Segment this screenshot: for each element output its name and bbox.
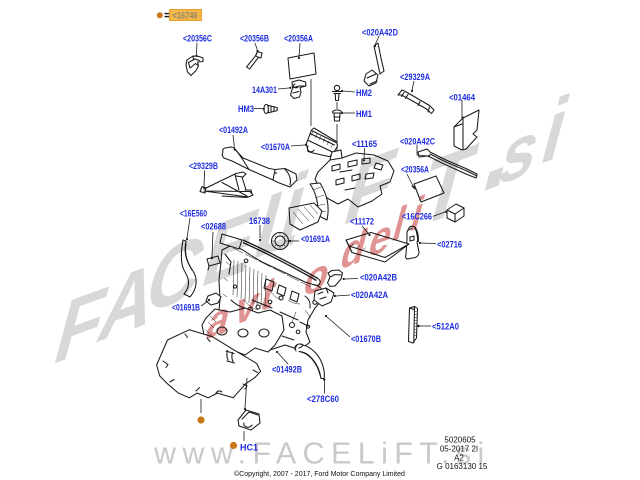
svg-text:<01670A: <01670A — [261, 142, 290, 153]
svg-text:<20356B: <20356B — [240, 34, 269, 45]
svg-text:<020A42A: <020A42A — [351, 290, 388, 301]
svg-text:<20356C: <20356C — [183, 34, 212, 45]
svg-text:©Copyright, 2007 - 2017, Ford: ©Copyright, 2007 - 2017, Ford Motor Comp… — [234, 470, 405, 478]
svg-text:HM2: HM2 — [356, 88, 372, 99]
svg-text:www.FACELiFT.si: www.FACELiFT.si — [153, 437, 491, 471]
svg-text:16738: 16738 — [249, 216, 270, 227]
svg-text:<16746: <16746 — [173, 10, 198, 20]
svg-text:<20356A: <20356A — [284, 34, 313, 45]
svg-text:HM1: HM1 — [356, 109, 373, 120]
svg-text:A2: A2 — [454, 454, 464, 463]
svg-text:<29329A: <29329A — [400, 72, 430, 83]
svg-text:05-2017 2I: 05-2017 2I — [440, 445, 478, 454]
svg-text:<02716: <02716 — [437, 240, 462, 251]
svg-text:<29329B: <29329B — [189, 161, 218, 172]
svg-text:<01691A: <01691A — [301, 234, 330, 245]
svg-text:<512A0: <512A0 — [432, 322, 459, 333]
svg-text:<01691B: <01691B — [172, 303, 200, 314]
svg-text:<01492B: <01492B — [272, 365, 302, 376]
svg-text:<020A42B: <020A42B — [360, 273, 397, 284]
svg-text:<11172: <11172 — [350, 217, 374, 228]
svg-text:<01670B: <01670B — [351, 334, 381, 345]
svg-text:HC1: HC1 — [240, 443, 259, 454]
svg-text:<01464: <01464 — [449, 93, 476, 104]
svg-text:HM3: HM3 — [238, 104, 254, 115]
svg-text:<020A42C: <020A42C — [400, 137, 435, 148]
svg-text:<20356A: <20356A — [401, 165, 429, 176]
svg-text:<01492A: <01492A — [219, 125, 248, 136]
svg-text:14A301: 14A301 — [252, 85, 278, 96]
svg-text:<11165: <11165 — [352, 139, 378, 150]
svg-text:<278C60: <278C60 — [307, 394, 339, 405]
svg-text:<16E560: <16E560 — [180, 209, 207, 220]
svg-text:G 0163130 15: G 0163130 15 — [437, 462, 488, 471]
svg-text:<02688: <02688 — [201, 222, 226, 233]
svg-text:<16C266: <16C266 — [402, 212, 432, 223]
svg-text:5020605: 5020605 — [444, 436, 476, 445]
svg-text:<020A42D: <020A42D — [362, 28, 398, 39]
